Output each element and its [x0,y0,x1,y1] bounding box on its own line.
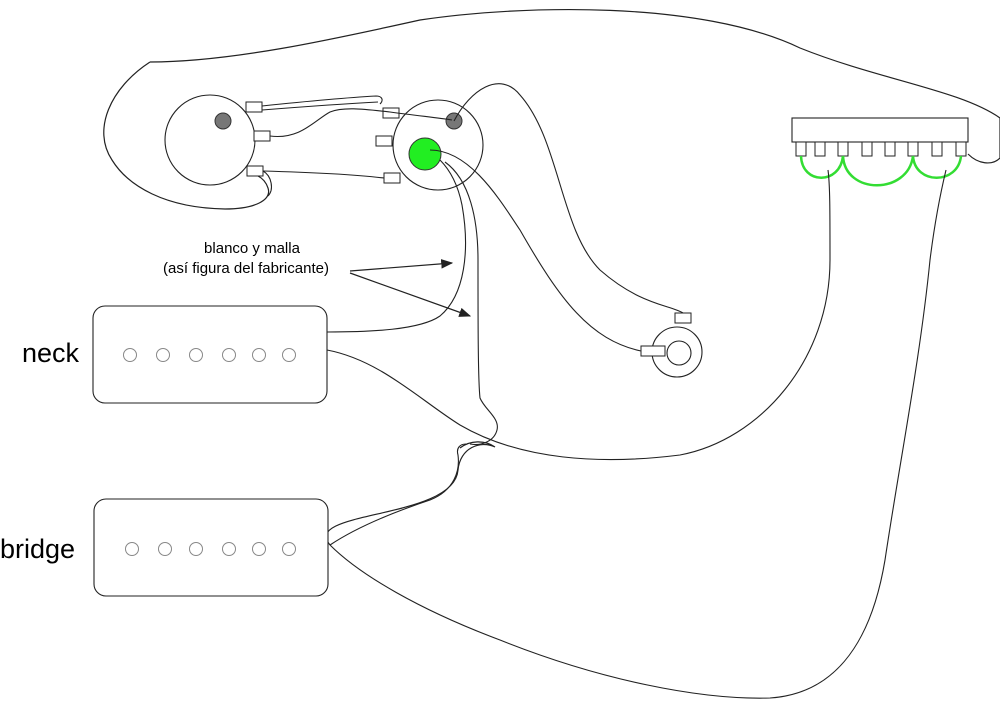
terminal-lug [884,141,896,157]
wire [453,83,684,314]
annotation-arrows [349,259,472,317]
terminal-lug [795,141,807,157]
terminal-lug [955,141,967,157]
annotation-line1: blanco y malla [204,240,301,257]
output-jack-lug-side [640,345,666,357]
volume-pot-lug-top [245,101,263,113]
annotation-arrow [349,272,472,317]
wires [261,83,947,699]
annotation-line2: (así figura del fabricante) [163,260,329,277]
pole-piece [189,542,203,556]
bridge-pickup [93,498,329,597]
neck-label: neck [22,338,80,368]
terminal-jumper [911,155,963,179]
pole-piece [282,348,296,362]
output-jack-lug-top [674,312,692,324]
wire [261,101,379,111]
wire [444,161,498,446]
terminal-jumper [799,155,845,179]
body-lower-outline [325,441,496,546]
terminal-lug [931,141,943,157]
pole-piece [222,348,236,362]
volume-pot-lug-bottom [246,165,264,177]
wire [262,170,385,179]
terminal-jumper [841,155,915,187]
terminal-lug [907,141,919,157]
pole-piece [156,348,170,362]
terminal-strip-body [791,117,969,143]
pole-piece [252,542,266,556]
volume-pot-lug-mid [253,130,271,142]
bridge-pickup-body [93,498,329,597]
output-jack [640,312,703,378]
tone-pot [375,99,484,191]
wire [329,443,467,546]
wire [269,108,453,138]
terminal-strip [791,117,969,187]
pole-piece [189,348,203,362]
volume-pot-body [164,94,256,186]
terminal-lug [837,141,849,157]
bridge-label: bridge [0,534,75,564]
volume-pot [164,94,271,186]
tone-pot-lug-bottom [383,172,401,184]
annotation-arrow [349,259,454,272]
volume-pot-solder-point [214,112,232,130]
terminal-lug [861,141,873,157]
wire [261,95,383,107]
pole-piece [125,542,139,556]
output-jack-inner [666,340,692,366]
tone-pot-lug-mid [375,135,393,147]
tone-pot-solder-green [408,137,442,171]
wire [326,169,831,461]
neck-pickup-body [92,305,328,404]
wire [329,169,947,699]
neck-pickup [92,305,328,404]
wire [326,159,467,333]
pole-piece [158,542,172,556]
wire [262,170,272,197]
pole-piece [123,348,137,362]
pole-piece [222,542,236,556]
pole-piece [282,542,296,556]
pole-piece [252,348,266,362]
terminal-lug [814,141,826,157]
wire [429,149,642,352]
